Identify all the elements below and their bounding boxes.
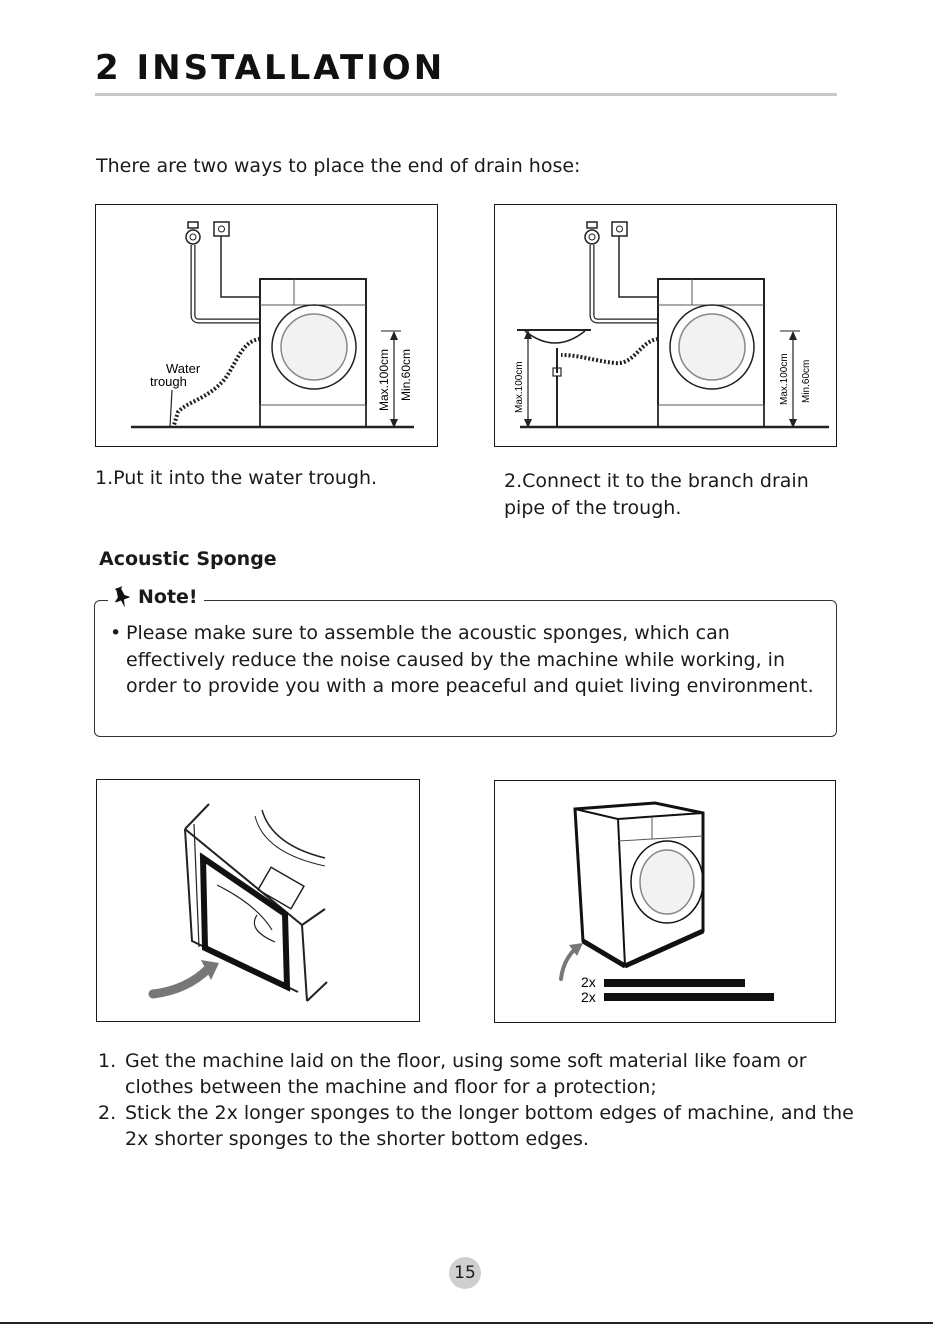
title-divider: [95, 93, 837, 96]
sponge-long: [604, 993, 774, 1001]
step-item: 2. Stick the 2x longer sponges to the lo…: [96, 1100, 856, 1152]
acoustic-sponge-heading: Acoustic Sponge: [99, 548, 277, 570]
figure-sponge-placement-illustration: 2x 2x: [559, 801, 774, 1005]
page-number: 15: [449, 1257, 481, 1289]
water-tap-icon: [185, 221, 201, 245]
label-max-height-left: Max.100cm: [514, 361, 525, 413]
section-title: 2 INSTALLATION: [95, 48, 446, 88]
bottom-divider: [0, 1322, 933, 1324]
power-outlet-icon: [611, 221, 628, 237]
label-trough: trough: [150, 374, 187, 389]
figure-water-trough: Water trough Max.100cm Min.60cm: [95, 204, 438, 447]
sink: [517, 329, 591, 427]
note-list: Please make sure to assemble the acousti…: [108, 620, 826, 700]
pushpin-icon: [114, 586, 130, 608]
intro-text: There are two ways to place the end of d…: [96, 155, 581, 177]
label-max-height-right: Max.100cm: [779, 353, 790, 405]
figure-machine-laid-down: [96, 779, 420, 1022]
note-label: Note!: [108, 585, 204, 609]
washing-machine-front: [259, 278, 367, 428]
label-min-height: Min.60cm: [801, 360, 812, 403]
label-water: Water: [166, 361, 201, 376]
figure-machine-laid-down-illustration: [148, 803, 328, 1002]
note-bullet: Please make sure to assemble the acousti…: [110, 620, 826, 700]
note-box: [94, 600, 837, 737]
curved-arrow-icon: [559, 943, 583, 981]
curved-arrow-icon: [148, 960, 219, 999]
label-max-height: Max.100cm: [377, 349, 391, 411]
step-item: 1. Get the machine laid on the floor, us…: [96, 1048, 856, 1100]
step-number: 1.: [98, 1050, 117, 1072]
steps-list: 1. Get the machine laid on the floor, us…: [96, 1048, 856, 1152]
sponge-count-2: 2x: [581, 989, 596, 1005]
figure-branch-drain: Max.100cm Max.100cm Min.60cm: [494, 204, 837, 447]
figure-sponge-placement: 2x 2x: [494, 780, 836, 1023]
caption-branch-drain: 2.Connect it to the branch drain pipe of…: [504, 470, 809, 519]
water-tap-icon: [584, 221, 600, 245]
figure-water-trough-illustration: Water trough Max.100cm Min.60cm: [131, 221, 414, 429]
step-text: Stick the 2x longer sponges to the longe…: [125, 1102, 854, 1150]
figure-branch-drain-illustration: Max.100cm Max.100cm Min.60cm: [514, 221, 829, 429]
caption-water-trough: 1.Put it into the water trough.: [95, 467, 378, 489]
sponge-short: [604, 979, 745, 987]
step-number: 2.: [98, 1102, 117, 1124]
power-outlet-icon: [213, 221, 230, 237]
washing-machine-front: [657, 278, 765, 428]
label-min-height: Min.60cm: [399, 349, 413, 401]
sponge-count-1: 2x: [581, 974, 596, 990]
step-text: Get the machine laid on the floor, using…: [125, 1050, 807, 1098]
note-label-text: Note!: [138, 586, 198, 608]
